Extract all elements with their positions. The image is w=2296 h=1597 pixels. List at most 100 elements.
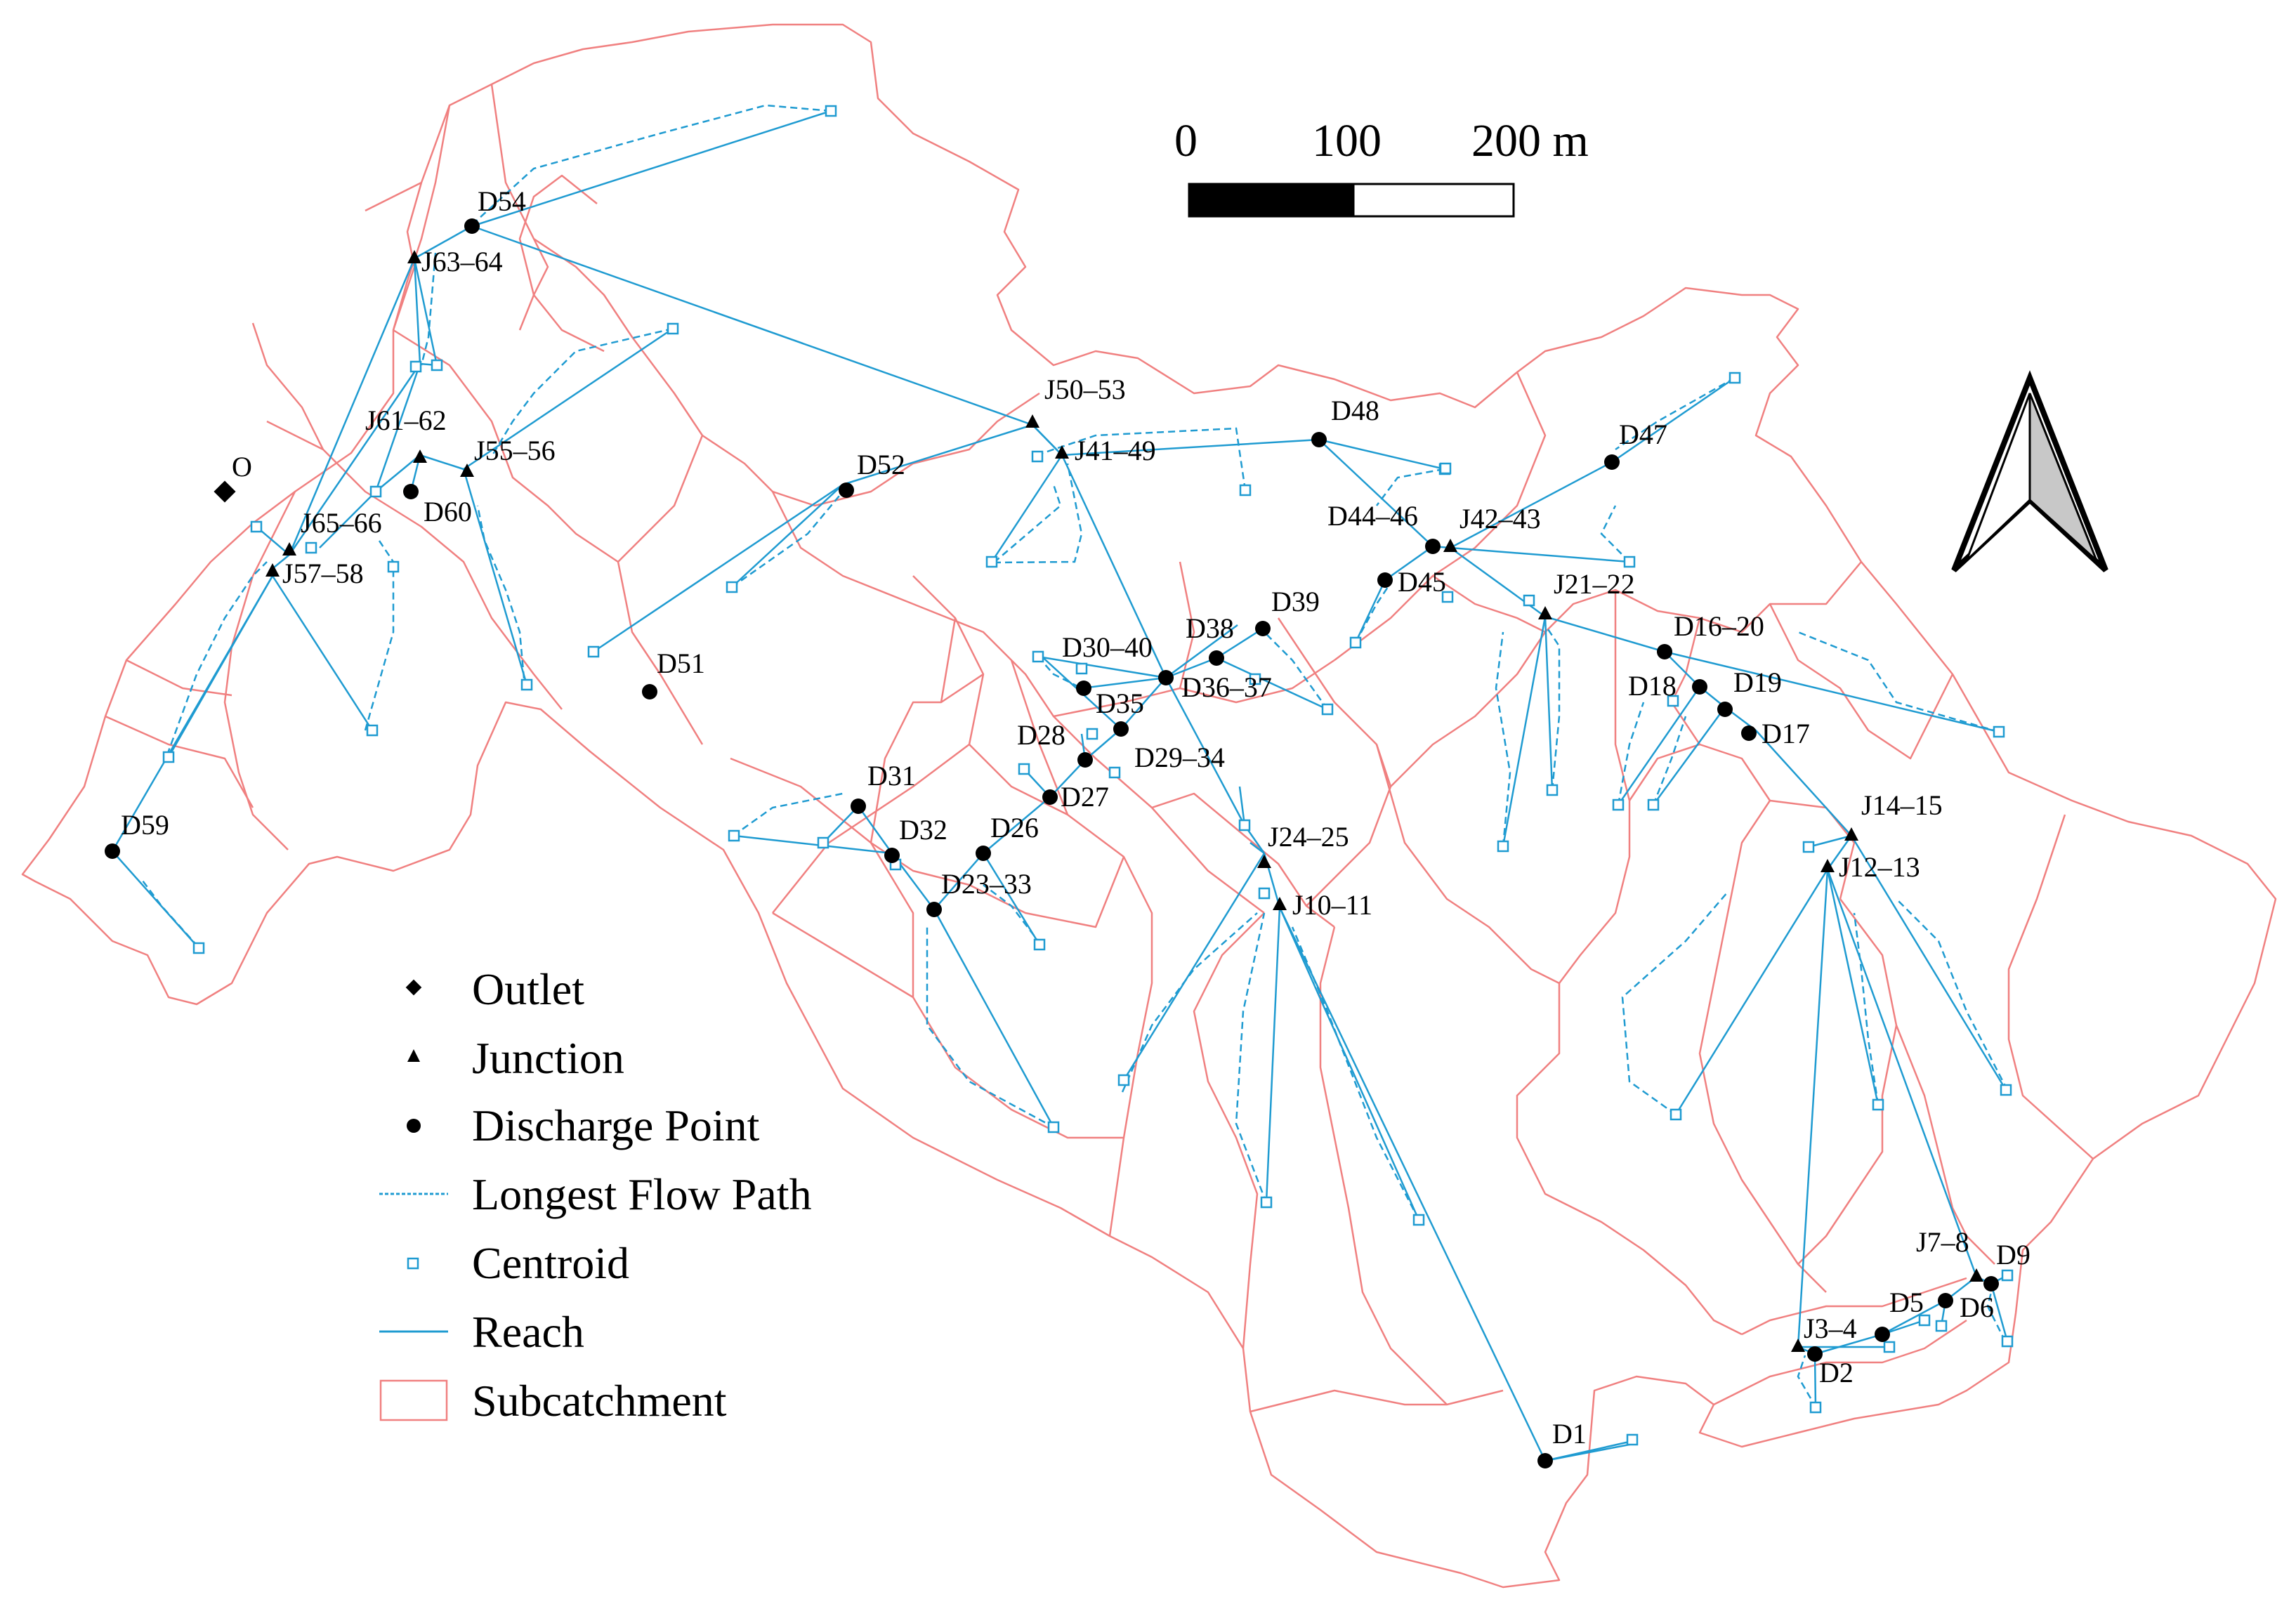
longest-flow-path — [1797, 631, 2000, 733]
discharge-point-marker — [464, 218, 480, 234]
reach — [1061, 438, 1320, 456]
centroid — [726, 581, 738, 593]
reach — [471, 110, 832, 228]
centroid — [1249, 673, 1261, 685]
label-D48: D48 — [1331, 395, 1379, 426]
label-D29-34: D29–34 — [1134, 742, 1225, 773]
label-D19: D19 — [1733, 666, 1782, 698]
label-D39: D39 — [1271, 586, 1320, 617]
longest-flow-path — [166, 561, 268, 756]
subcatchment-divide — [105, 715, 254, 808]
discharge-point-marker — [1741, 725, 1757, 741]
longest-flow-path — [1600, 505, 1630, 563]
longest-flow-path — [1544, 624, 1561, 791]
reach — [1808, 834, 1852, 848]
map-labels: O D54 J63–64 J61–62 J55–56 J65–66 D60 J5… — [121, 185, 2031, 1450]
subcatchment-divide — [1741, 1277, 1967, 1336]
centroid — [1260, 1196, 1273, 1209]
discharge-point-marker — [884, 848, 900, 863]
reach — [1544, 616, 1554, 791]
centroid — [1623, 556, 1636, 568]
subcatchment-divide — [1249, 1389, 1504, 1413]
centroid — [1918, 1314, 1931, 1327]
reach — [1354, 579, 1386, 643]
label-J24-25: J24–25 — [1268, 821, 1349, 853]
label-D47: D47 — [1619, 419, 1667, 450]
label-D2: D2 — [1819, 1357, 1854, 1388]
centroid — [1612, 798, 1625, 811]
centroid — [825, 105, 837, 117]
subcatchment-divide — [223, 491, 296, 850]
label-D9: D9 — [1996, 1239, 2031, 1270]
junction-marker — [1025, 414, 1039, 428]
reach — [1049, 759, 1086, 798]
junction-marker — [407, 250, 421, 263]
discharge-point-marker — [403, 484, 419, 499]
centroid — [2001, 1335, 2014, 1348]
reach — [933, 853, 984, 910]
reach — [1122, 853, 1266, 1081]
centroid — [985, 556, 998, 568]
centroid — [1626, 1433, 1639, 1446]
longest-flow-path — [1797, 1355, 1818, 1409]
junction-marker — [1821, 859, 1835, 872]
centroid — [1993, 725, 2005, 738]
longest-flow-path — [1617, 702, 1645, 806]
longest-flow-path — [1032, 427, 1247, 491]
label-D18: D18 — [1628, 670, 1677, 702]
legend: Outlet Junction Discharge Point Longest … — [379, 964, 812, 1426]
centroid — [1075, 662, 1088, 675]
reach — [990, 454, 1063, 563]
junction-marker — [1273, 897, 1287, 910]
centroid — [1108, 766, 1121, 779]
discharge-point-marker — [1209, 650, 1224, 666]
junction-marker — [1791, 1339, 1805, 1352]
subcatchment-divide — [1516, 983, 1743, 1336]
discharge-point-marker — [1425, 539, 1441, 554]
discharge-point-marker — [105, 843, 120, 859]
centroid — [1441, 591, 1454, 603]
centroid — [2000, 1084, 2012, 1096]
reach — [1081, 676, 1167, 690]
centroid — [1667, 695, 1679, 707]
label-J12-13: J12–13 — [1839, 851, 1920, 883]
scale-tick-100: 100 — [1312, 115, 1382, 166]
discharge-point-marker — [1717, 702, 1733, 717]
reach — [375, 454, 421, 492]
outlet-marker — [214, 480, 236, 503]
label-J3-4: J3–4 — [1804, 1313, 1857, 1344]
centroid — [520, 678, 533, 691]
reach — [731, 484, 844, 588]
reach — [1238, 786, 1246, 826]
label-J63-64: J63–64 — [421, 246, 503, 277]
discharge-point-marker — [1604, 454, 1620, 470]
subcatchment-divide — [870, 841, 1125, 928]
label-D51: D51 — [657, 648, 705, 679]
reach — [413, 258, 438, 366]
label-D54: D54 — [478, 185, 526, 217]
discharge-point-marker — [1875, 1327, 1890, 1342]
reach — [1037, 655, 1167, 679]
centroid — [1523, 594, 1535, 607]
reach — [1814, 1333, 1883, 1355]
label-D31: D31 — [867, 760, 916, 791]
centroid — [1321, 703, 1334, 716]
reach — [414, 225, 473, 260]
reach — [413, 258, 421, 364]
junction-marker — [1969, 1268, 1983, 1282]
reach — [1502, 616, 1547, 847]
longest-flow-path — [1495, 631, 1511, 847]
discharge-point-marker — [1255, 621, 1271, 636]
centroid-layer — [162, 105, 2014, 1446]
subcatchment-divide — [1670, 617, 1701, 745]
reach — [982, 853, 1041, 945]
subcatchment-divide — [1628, 743, 1856, 900]
reach — [1664, 651, 1700, 688]
longest-flow-path — [731, 491, 844, 589]
reach — [471, 225, 1033, 426]
reach — [1882, 1299, 1946, 1336]
junction-marker — [1055, 445, 1069, 459]
label-J65-66: J65–66 — [301, 507, 382, 539]
reach — [374, 363, 421, 492]
